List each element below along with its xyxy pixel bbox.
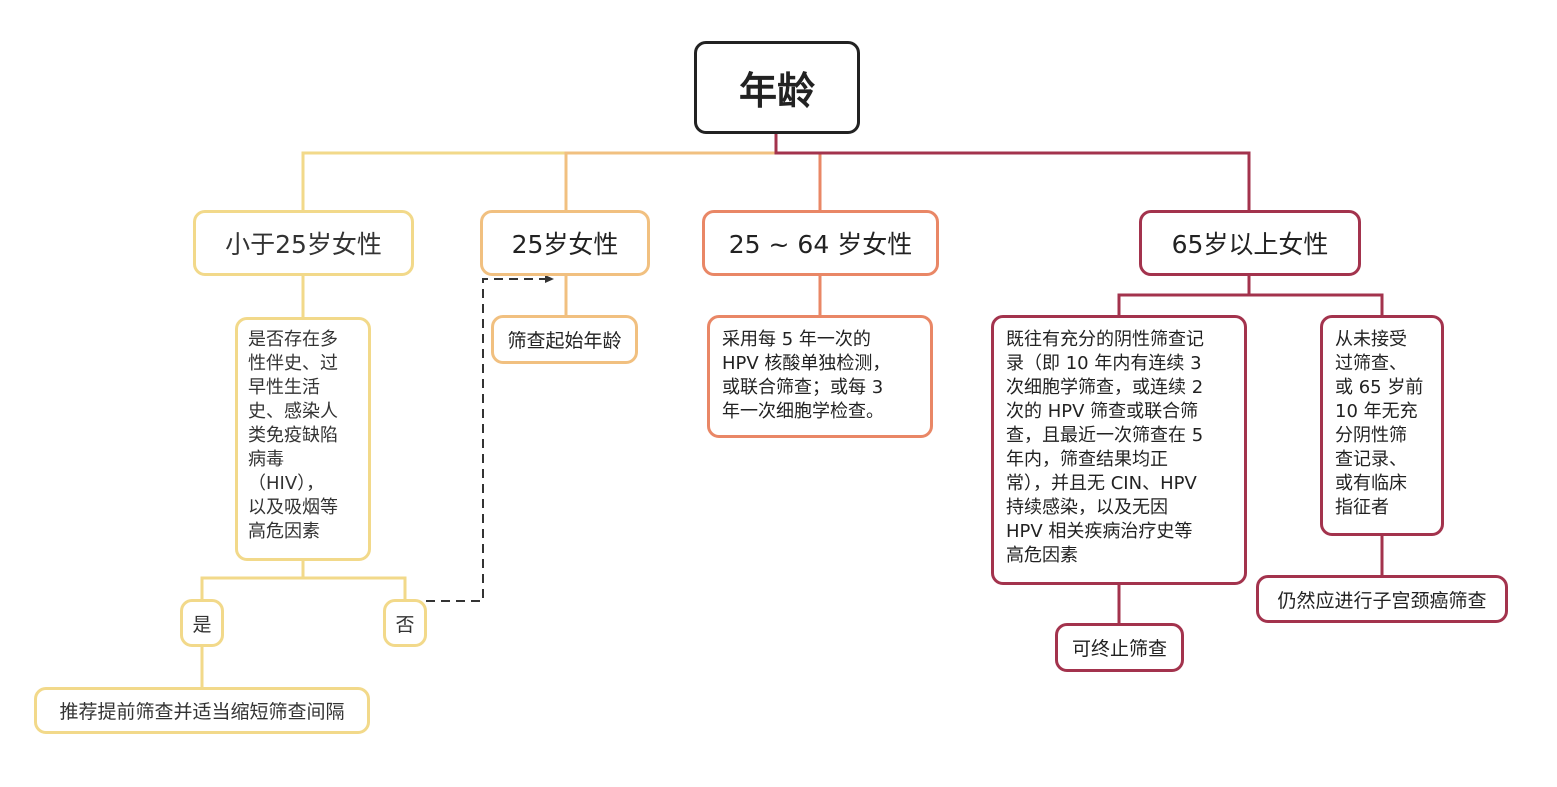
branch-age25-label: 25岁女性 (511, 230, 619, 259)
branch-age25-64-label: 25 ~ 64 岁女性 (728, 230, 913, 259)
age25-note-label: 筛查起始年龄 (507, 330, 622, 352)
age25-64-note: 采用每 5 年一次的 HPV 核酸单独检测， 或联合筛查；或每 3 年一次细胞学… (707, 315, 933, 438)
under25-question: 是否存在多 性伴史、过 早性生活 史、感染人 类免疫缺陷 病毒 （HIV）， 以… (235, 317, 371, 561)
connector-question-split (200, 560, 407, 600)
answer-no-label: 否 (395, 613, 415, 636)
over65-condition-a: 既往有充分的阴性筛查记 录（即 10 年内有连续 3 次细胞学筛查，或连续 2 … (991, 315, 1247, 585)
branch-over65: 65岁以上女性 (1139, 210, 1361, 276)
branch-age25: 25岁女性 (480, 210, 650, 276)
connector-root-25 (564, 151, 776, 212)
answer-yes: 是 (180, 599, 224, 647)
under25-yes-result: 推荐提前筛查并适当缩短筛查间隔 (34, 687, 370, 734)
connector-root-25-64 (776, 151, 822, 212)
arrowhead (545, 275, 554, 283)
connector-root-left (301, 133, 778, 212)
over65-condition-b: 从未接受 过筛查、 或 65 岁前 10 年无充 分阴性筛 查记录、 或有临床 … (1320, 315, 1444, 536)
connector-root-65 (774, 133, 1251, 212)
age25-note: 筛查起始年龄 (491, 315, 638, 364)
under25-yes-result-label: 推荐提前筛查并适当缩短筛查间隔 (59, 701, 345, 723)
over65-result-b-label: 仍然应进行子宫颈癌筛查 (1277, 589, 1487, 612)
over65-result-b: 仍然应进行子宫颈癌筛查 (1256, 575, 1508, 623)
branch-under25: 小于25岁女性 (193, 210, 414, 276)
over65-result-a: 可终止筛查 (1055, 623, 1184, 672)
over65-result-a-label: 可终止筛查 (1071, 638, 1167, 660)
answer-yes-label: 是 (192, 613, 212, 636)
root-label: 年龄 (738, 69, 815, 113)
branch-age25-64: 25 ~ 64 岁女性 (702, 210, 939, 276)
connector-no-to-25-dashed (426, 278, 548, 602)
answer-no: 否 (383, 599, 427, 647)
branch-under25-label: 小于25岁女性 (225, 230, 382, 259)
branch-over65-label: 65岁以上女性 (1171, 230, 1329, 259)
connector-65-split (1117, 275, 1384, 316)
root-node-age: 年龄 (694, 41, 860, 134)
